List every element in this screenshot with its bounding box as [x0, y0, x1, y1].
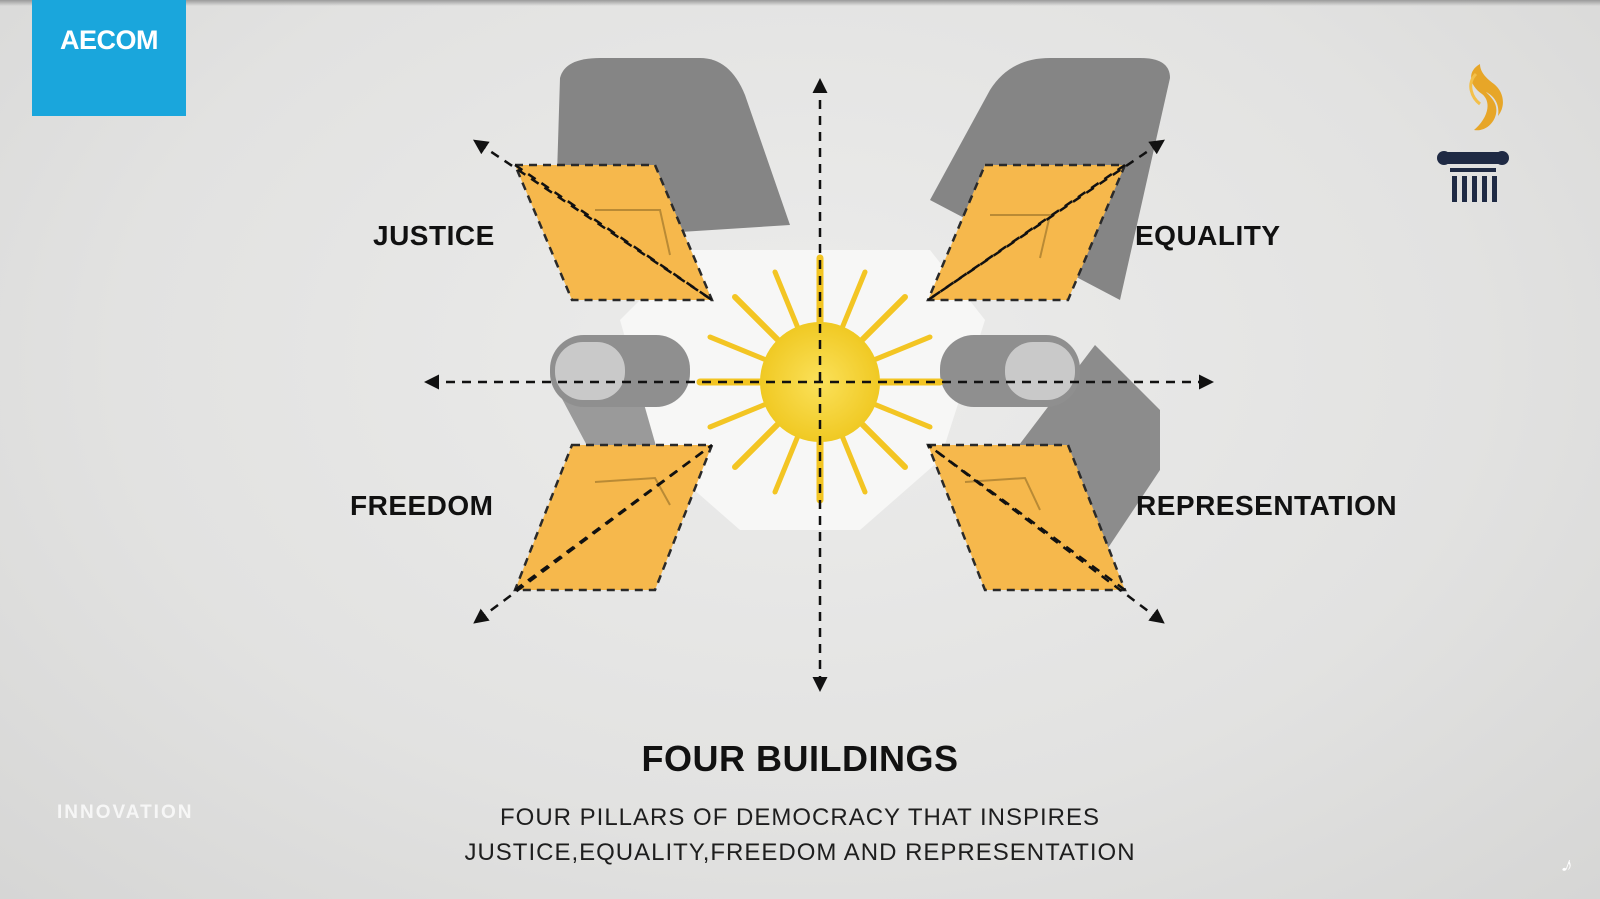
pillar-label-representation: REPRESENTATION — [1136, 490, 1398, 521]
caption-line-2: JUSTICE,EQUALITY,FREEDOM AND REPRESENTAT… — [464, 839, 1136, 866]
innovation-watermark: INNOVATION — [57, 802, 194, 823]
caption-line-1: FOUR PILLARS OF DEMOCRACY THAT INSPIRES — [500, 804, 1100, 831]
caption-title: FOUR BUILDINGS — [641, 738, 959, 779]
pillar-label-justice: JUSTICE — [373, 220, 495, 251]
right-hall-glass — [1005, 342, 1075, 400]
pillar-label-equality: EQUALITY — [1135, 220, 1281, 251]
top-edge-shade — [0, 0, 1600, 6]
swan-pillar-emblem-icon — [1437, 64, 1509, 202]
pillar-label-freedom: FREEDOM — [350, 490, 494, 521]
aecom-logo: AECOM — [32, 0, 186, 116]
logo-text: AECOM — [60, 24, 159, 55]
left-hall-glass — [555, 342, 625, 400]
direction-arrows — [424, 78, 1214, 692]
shadow-block-bottom-right — [1000, 345, 1160, 560]
